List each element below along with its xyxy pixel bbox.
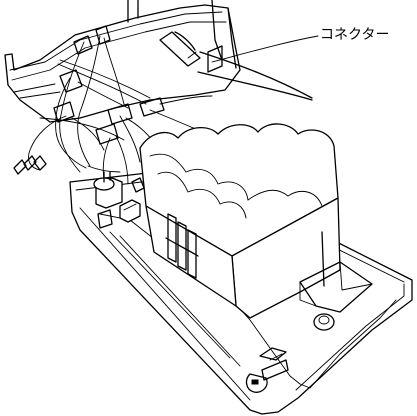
upper-housing <box>4 0 241 123</box>
connector-cluster <box>53 25 165 145</box>
battery-clips <box>165 213 199 279</box>
base-tray <box>69 167 413 415</box>
loose-clip <box>13 155 47 175</box>
cable-exit-notch <box>299 231 373 331</box>
power-cable <box>159 31 313 101</box>
wire-harness <box>28 35 319 185</box>
connector-callout-label: コネクター <box>320 27 390 43</box>
switch-component <box>93 171 145 229</box>
screw-post <box>245 347 289 393</box>
battery-pack <box>139 123 341 319</box>
